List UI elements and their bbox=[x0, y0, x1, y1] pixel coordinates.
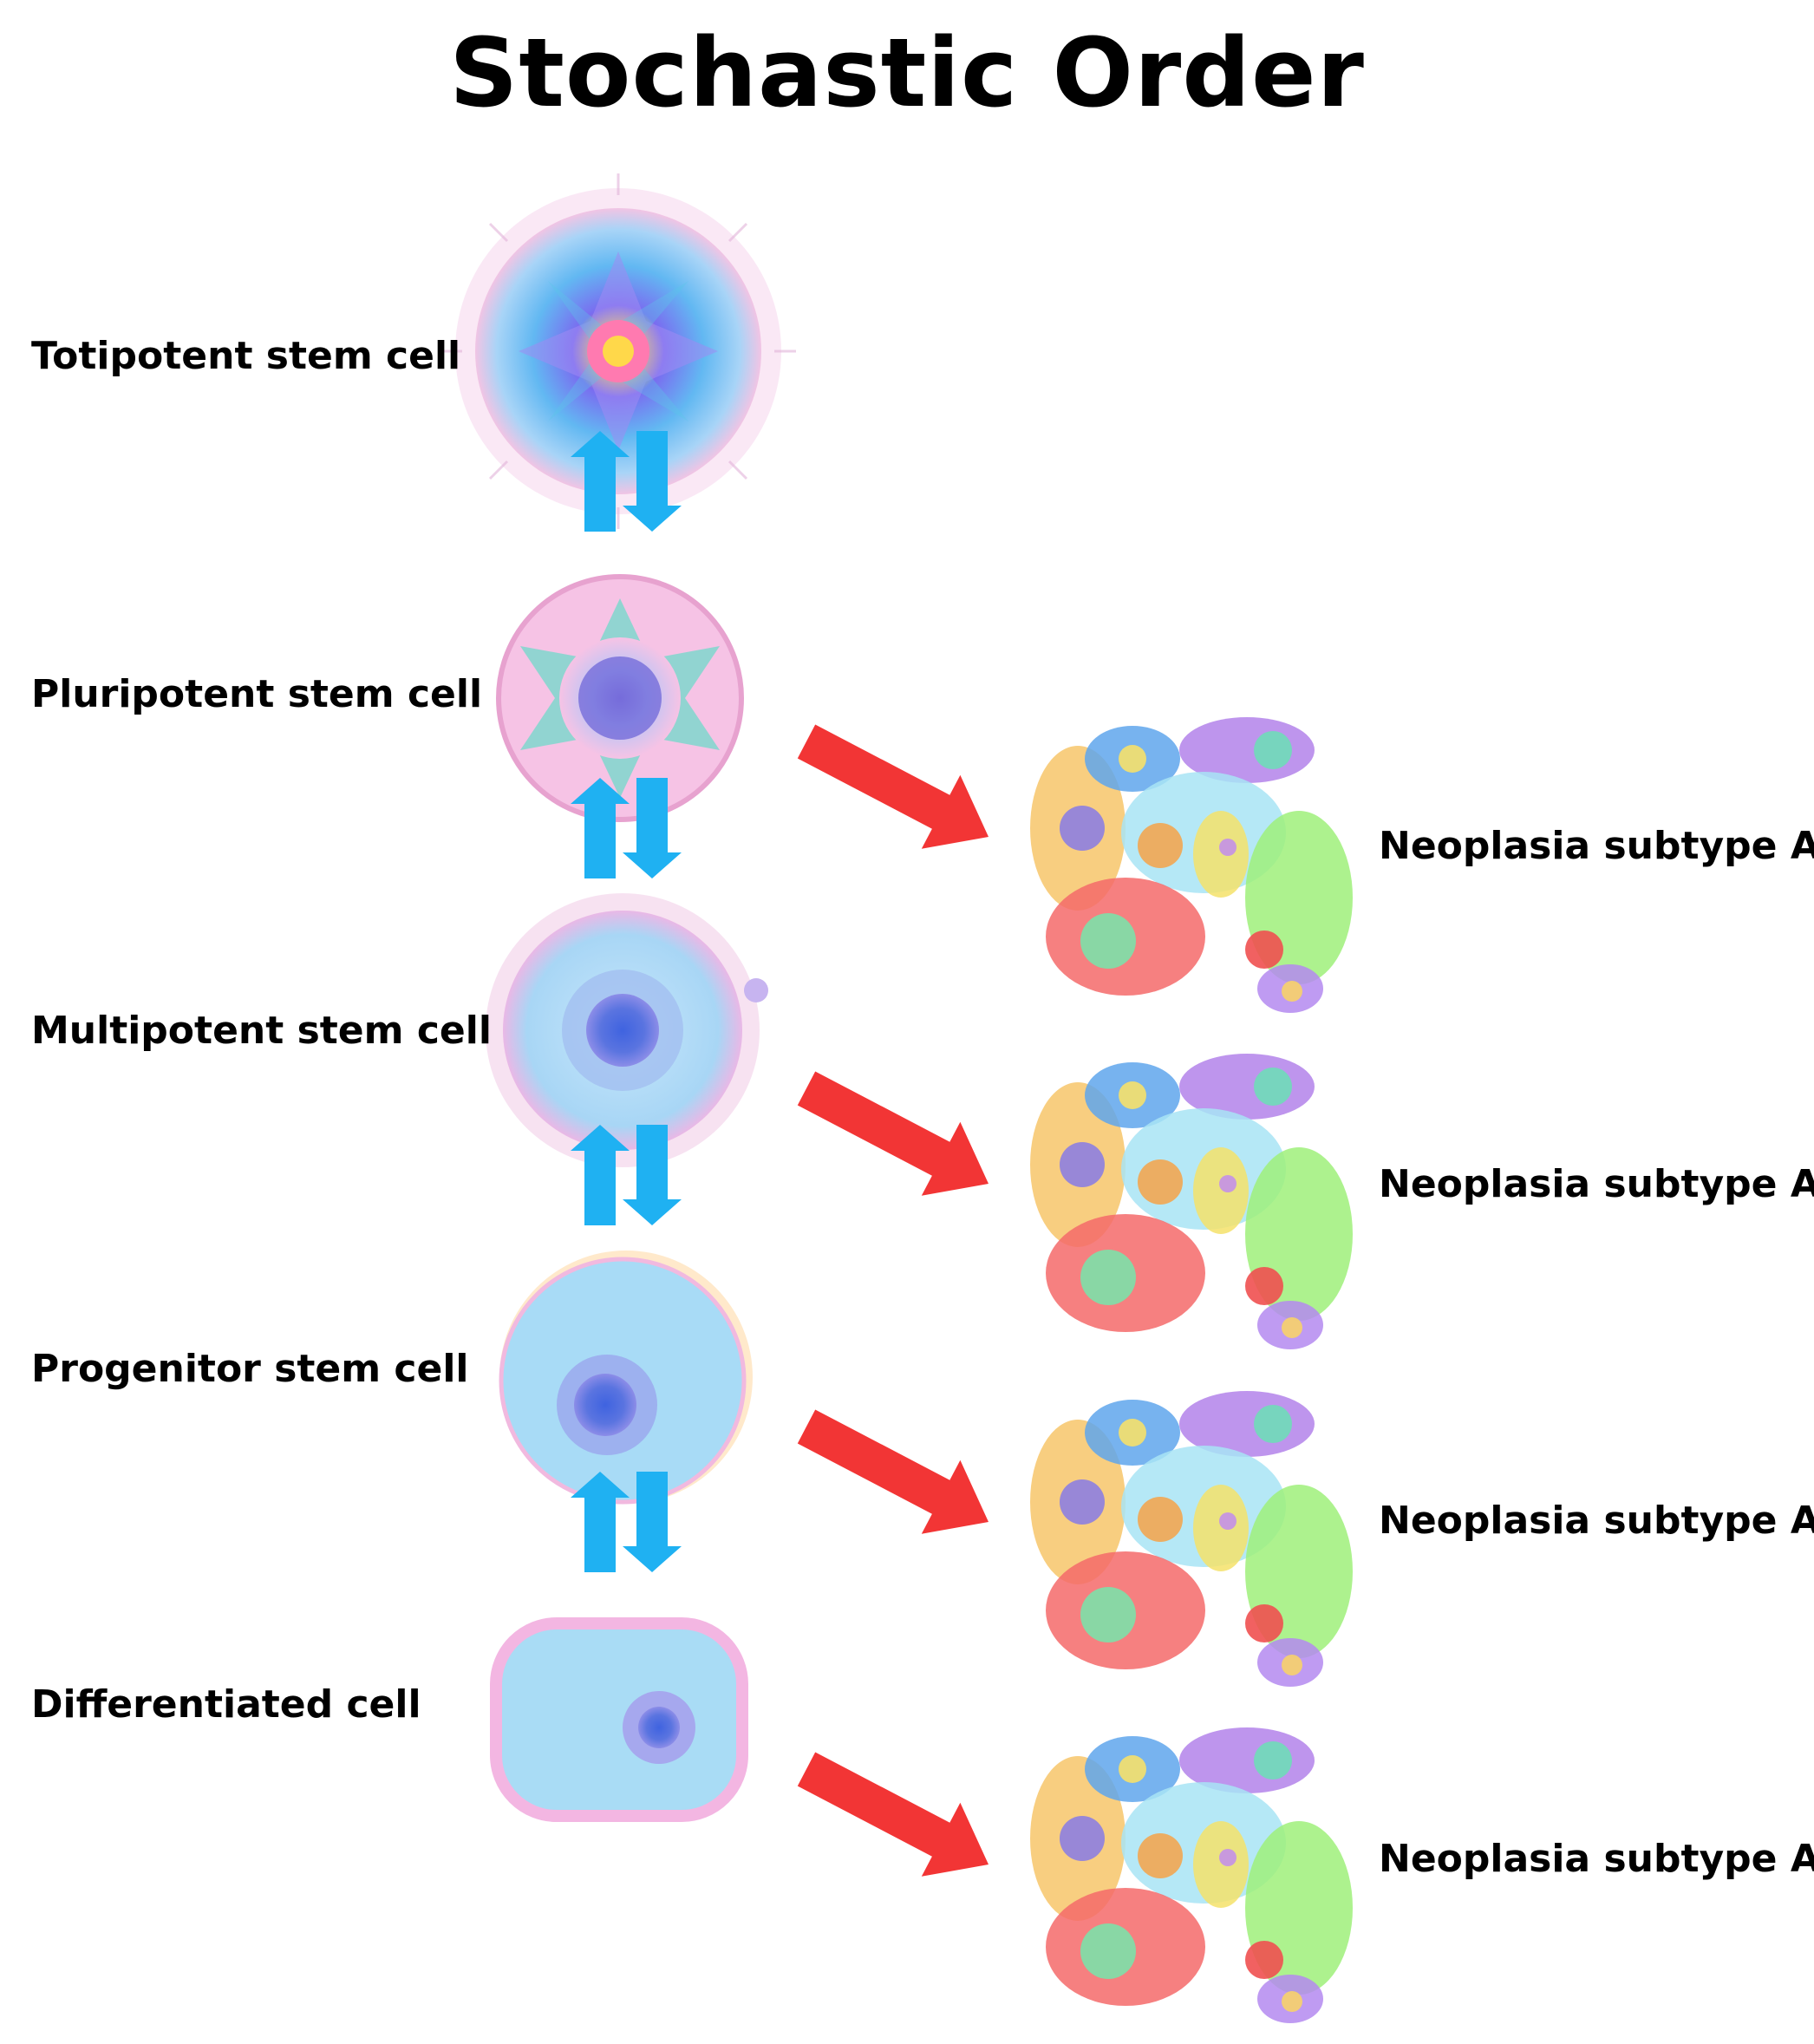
neoplastic-cell bbox=[1046, 1551, 1205, 1669]
up-arrow-icon bbox=[571, 1125, 630, 1225]
neoplastic-cell bbox=[1046, 1888, 1205, 2006]
neoplastic-cell bbox=[1030, 1420, 1126, 1584]
neoplasia-label-4: Neoplasia subtype A bbox=[1379, 1837, 1814, 1881]
neoplastic-cell bbox=[1257, 1975, 1323, 2023]
neoplastic-cell bbox=[1245, 811, 1353, 984]
neoplastic-cell bbox=[1257, 1638, 1323, 1687]
neoplasia-label-2: Neoplasia subtype A bbox=[1379, 1162, 1814, 1206]
neoplastic-cell bbox=[1085, 1736, 1180, 1802]
differentiated-cell-illustration bbox=[490, 1617, 748, 1822]
neoplastic-cell bbox=[1245, 1821, 1353, 1995]
neoplastic-cell bbox=[1030, 1756, 1126, 1921]
neoplastic-cell bbox=[1193, 1821, 1249, 1908]
neoplastic-cell bbox=[1179, 1727, 1315, 1793]
down-arrow-icon bbox=[623, 431, 682, 532]
neoplasia-cluster-4 bbox=[1030, 1727, 1353, 2023]
transformation-arrow-1 bbox=[797, 724, 989, 849]
neoplasia-label-1: Neoplasia subtype A bbox=[1379, 824, 1814, 868]
neoplastic-cell bbox=[1030, 746, 1126, 911]
pluripotent-cell-illustration bbox=[496, 574, 744, 822]
transformation-arrow-3 bbox=[797, 1409, 989, 1534]
down-arrow-icon bbox=[623, 1125, 682, 1225]
neoplastic-cell bbox=[1046, 878, 1205, 996]
neoplasia-clusters bbox=[1030, 717, 1353, 2023]
progenitor-cell-illustration bbox=[499, 1251, 753, 1505]
neoplastic-cell bbox=[1046, 1214, 1205, 1332]
stage-label-totipotent: Totipotent stem cell bbox=[31, 334, 461, 378]
neoplastic-cell bbox=[1179, 717, 1315, 783]
neoplastic-cell bbox=[1245, 1485, 1353, 1658]
neoplastic-cell bbox=[1193, 1485, 1249, 1571]
up-arrow-icon bbox=[571, 778, 630, 878]
stage-label-differentiated: Differentiated cell bbox=[31, 1682, 421, 1727]
bidirectional-arrow-pair-2 bbox=[571, 778, 682, 878]
neoplastic-cell bbox=[1179, 1391, 1315, 1457]
bidirectional-arrow-pair-1 bbox=[571, 431, 682, 532]
down-arrow-icon bbox=[623, 778, 682, 878]
stage-label-progenitor: Progenitor stem cell bbox=[31, 1347, 469, 1391]
stage-label-multipotent: Multipotent stem cell bbox=[31, 1009, 492, 1053]
neoplastic-cell bbox=[1245, 1147, 1353, 1321]
totipotent-cell-illustration bbox=[440, 173, 796, 529]
transformation-arrows bbox=[797, 724, 989, 1877]
neoplastic-cell bbox=[1257, 964, 1323, 1013]
neoplasia-label-3: Neoplasia subtype A bbox=[1379, 1499, 1814, 1543]
transformation-arrow-4 bbox=[797, 1752, 989, 1877]
neoplastic-cell bbox=[1085, 726, 1180, 792]
neoplastic-cell bbox=[1030, 1082, 1126, 1247]
neoplastic-cell bbox=[1193, 1147, 1249, 1234]
up-arrow-icon bbox=[571, 431, 630, 532]
neoplastic-cell bbox=[1085, 1062, 1180, 1128]
neoplastic-cell bbox=[1193, 811, 1249, 898]
bidirectional-arrow-pair-3 bbox=[571, 1125, 682, 1225]
bidirectional-arrows bbox=[571, 431, 682, 1572]
neoplastic-cell bbox=[1179, 1054, 1315, 1120]
neoplastic-cell bbox=[1085, 1400, 1180, 1466]
up-arrow-icon bbox=[571, 1472, 630, 1572]
down-arrow-icon bbox=[623, 1472, 682, 1572]
transformation-arrow-2 bbox=[797, 1071, 989, 1196]
stage-label-pluripotent: Pluripotent stem cell bbox=[31, 672, 483, 716]
page-title: Stochastic Order bbox=[449, 17, 1365, 128]
neoplasia-cluster-2 bbox=[1030, 1054, 1353, 1349]
multipotent-cell-illustration bbox=[486, 893, 768, 1167]
neoplasia-cluster-3 bbox=[1030, 1391, 1353, 1687]
neoplastic-cell bbox=[1257, 1301, 1323, 1349]
neoplasia-cluster-1 bbox=[1030, 717, 1353, 1013]
bidirectional-arrow-pair-4 bbox=[571, 1472, 682, 1572]
